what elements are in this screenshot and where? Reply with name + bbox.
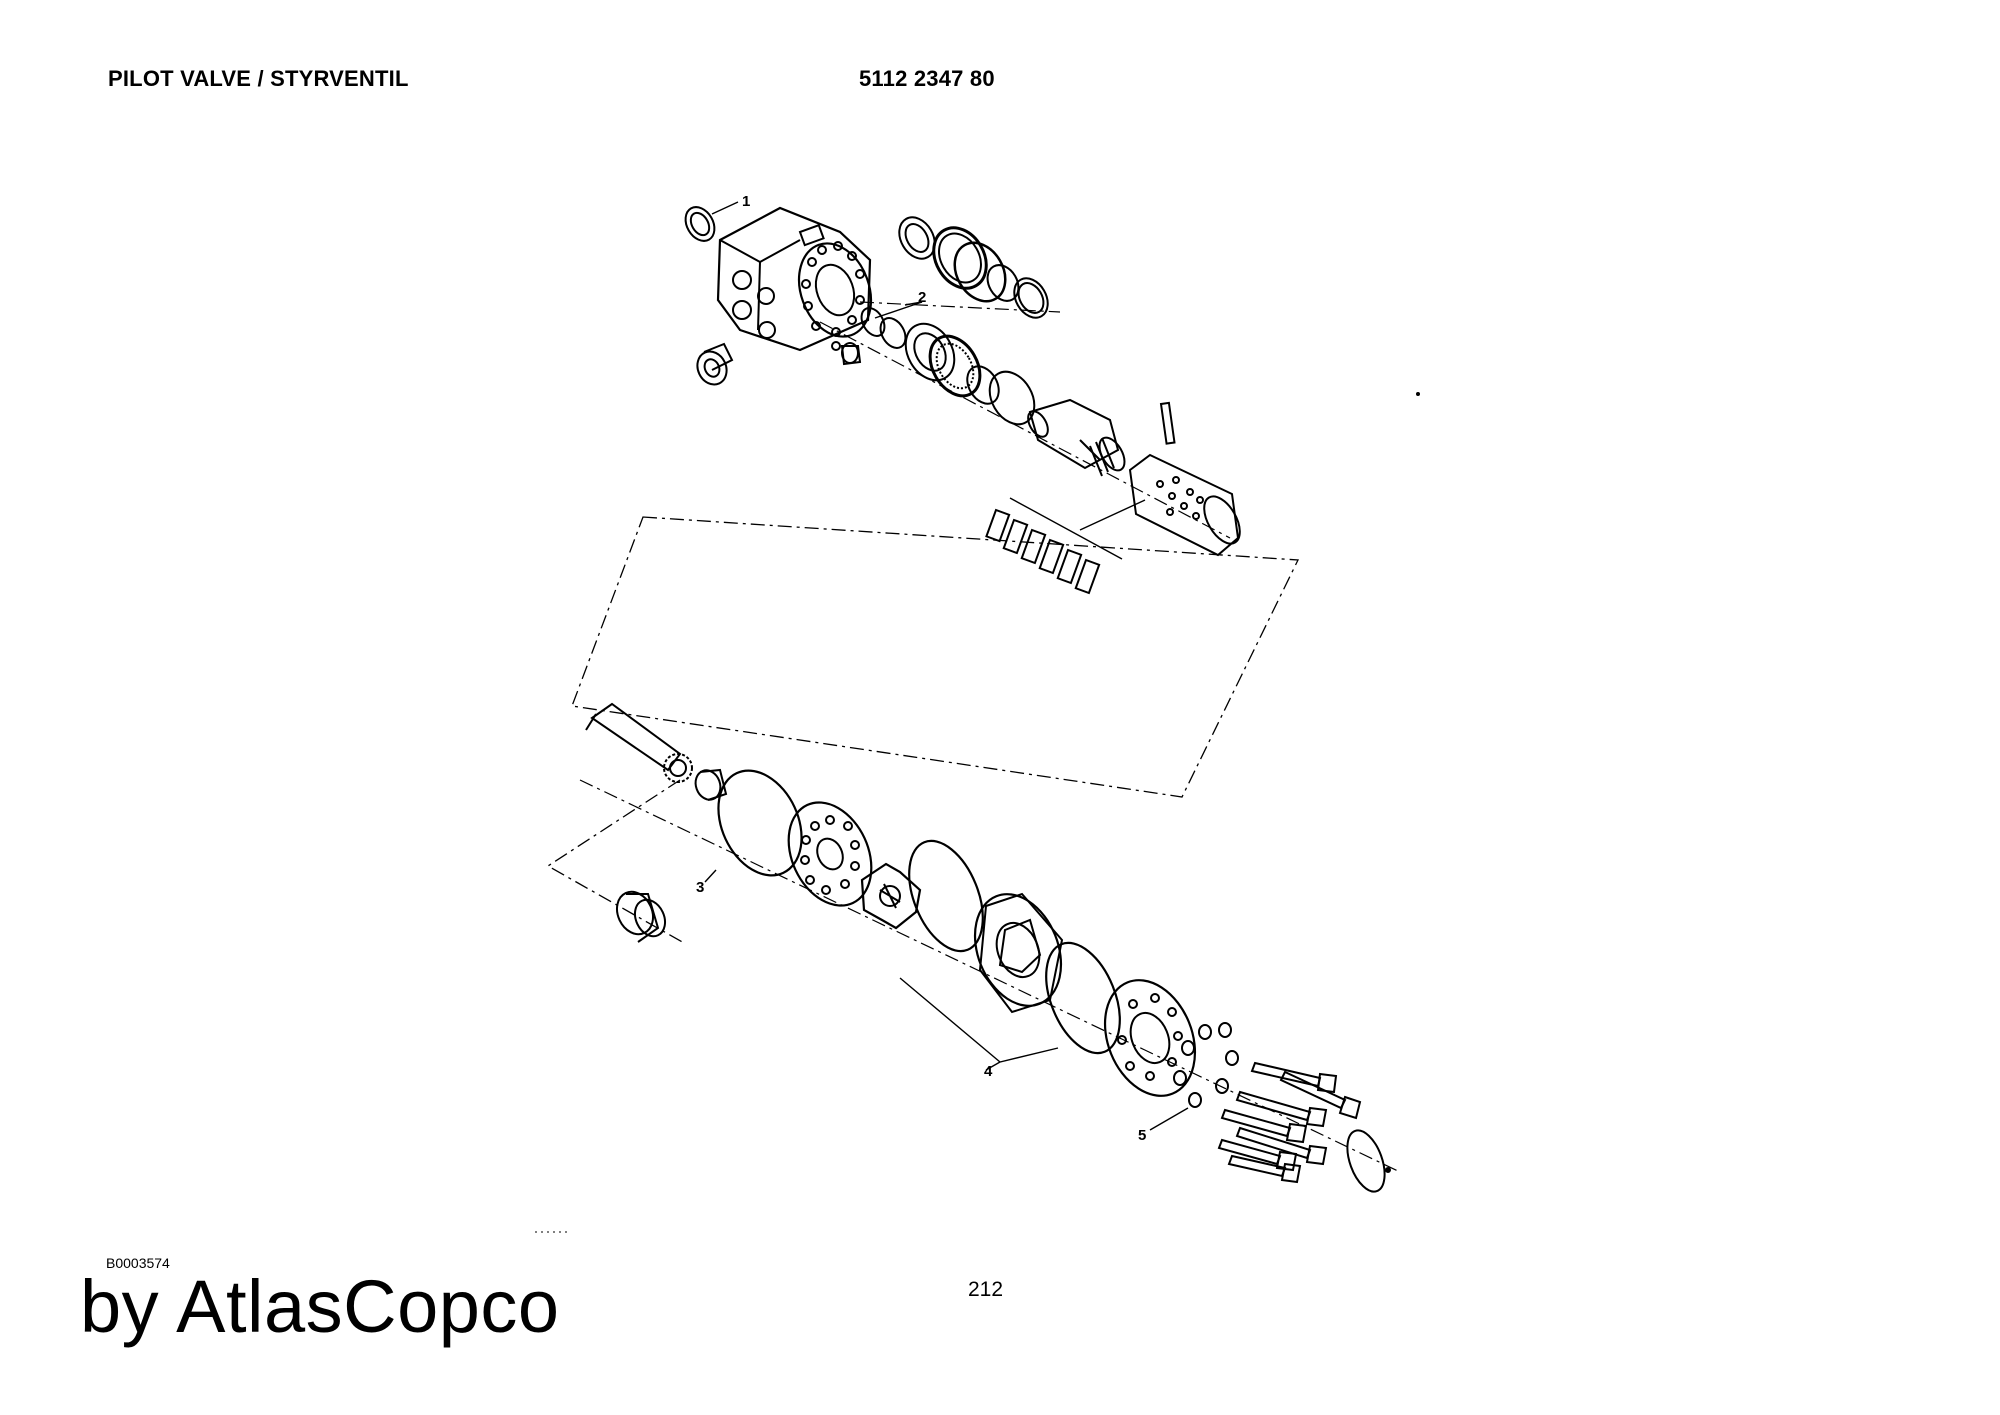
part-number: 5112 2347 80 bbox=[859, 66, 995, 91]
spool bbox=[1027, 398, 1126, 477]
callout-2: 2 bbox=[918, 289, 926, 306]
distributor-plate bbox=[787, 801, 873, 907]
leader-part-2b bbox=[874, 301, 923, 319]
spacer-bushing bbox=[694, 768, 728, 801]
lower-axis-line bbox=[579, 779, 1401, 1173]
leader-part-5 bbox=[1149, 1107, 1189, 1131]
gear-ring bbox=[973, 892, 1064, 1014]
end-plate bbox=[1103, 979, 1197, 1097]
cross-pin bbox=[1159, 401, 1176, 445]
leader-part-3 bbox=[704, 869, 717, 883]
o-ring-gearset-2 bbox=[1045, 941, 1121, 1055]
o-ring-part-3 bbox=[717, 769, 803, 877]
scan-dot bbox=[1416, 392, 1420, 396]
page-title: PILOT VALVE / STYRVENTIL bbox=[108, 66, 409, 91]
o-ring-stack-top bbox=[898, 216, 1049, 319]
washers-part-5 bbox=[1173, 1022, 1239, 1108]
alignment-frame bbox=[571, 516, 1300, 798]
callout-1: 1 bbox=[742, 193, 750, 210]
drawing-code: B0003574 bbox=[106, 1255, 170, 1271]
drive-shaft bbox=[585, 702, 693, 783]
spring-leader bbox=[1009, 497, 1123, 560]
leader-part-1 bbox=[711, 201, 739, 215]
bolts bbox=[1217, 1061, 1362, 1184]
valve-housing bbox=[716, 206, 873, 352]
brand-watermark: by AtlasCopco bbox=[80, 1265, 560, 1348]
o-ring-gearset bbox=[908, 839, 984, 953]
callout-4: 4 bbox=[984, 1063, 993, 1080]
small-nut bbox=[840, 342, 862, 366]
sleeve bbox=[1128, 453, 1241, 557]
leader-part-4 bbox=[899, 977, 1059, 1071]
callout-3: 3 bbox=[696, 879, 704, 896]
gear-rotor bbox=[860, 862, 922, 930]
lower-alignment-frame bbox=[546, 779, 685, 944]
seal-ring-part-1 bbox=[684, 206, 716, 242]
cover-disc bbox=[1346, 1129, 1391, 1193]
upper-axis-line bbox=[859, 301, 1061, 313]
plug-fitting bbox=[696, 342, 734, 386]
bearing-stack-lower bbox=[860, 307, 1036, 426]
upper-axis-line-2 bbox=[819, 321, 1231, 539]
page-number: 212 bbox=[968, 1278, 1004, 1301]
spring-plates bbox=[985, 508, 1101, 595]
end-cap bbox=[616, 890, 667, 943]
small-ball bbox=[831, 341, 841, 351]
callout-5: 5 bbox=[1138, 1127, 1146, 1144]
spring-leader-2 bbox=[1079, 499, 1146, 531]
